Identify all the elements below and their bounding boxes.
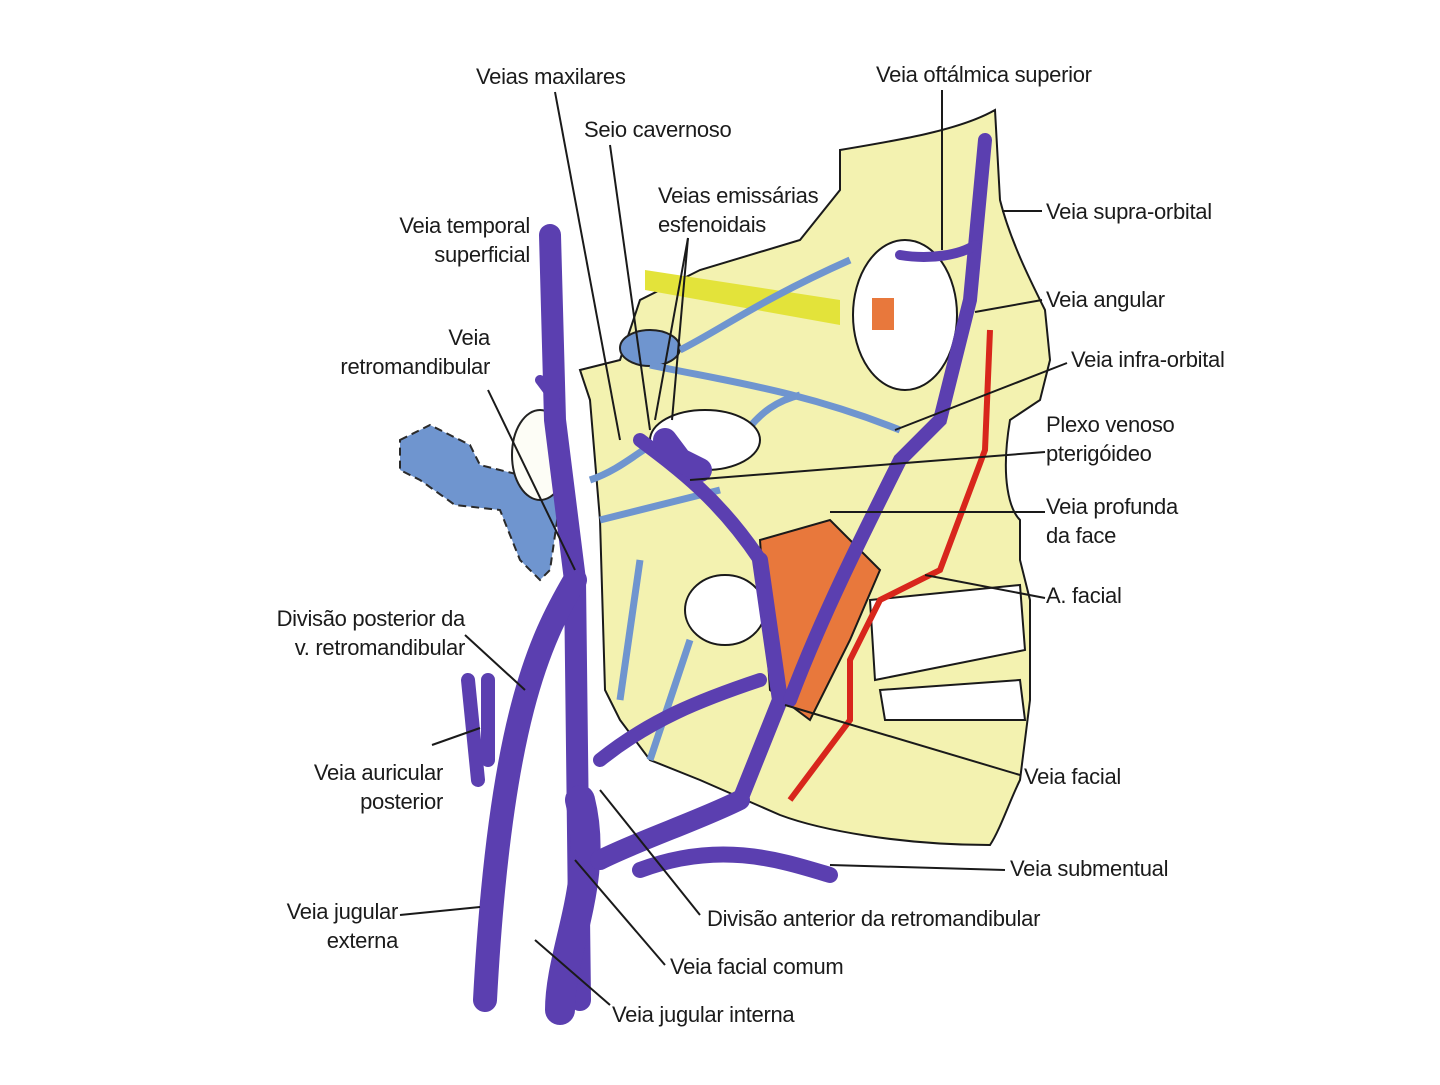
sinus-region-posterior — [399, 423, 562, 582]
eyeball — [852, 239, 958, 391]
label-plexo-venoso-line1: Plexo venoso — [1046, 412, 1175, 437]
label-veias-emissarias-line2: esfenoidais — [658, 212, 766, 237]
label-plexo-venoso-line2: pterigóideo — [1046, 441, 1152, 466]
label-veia-temporal-line1: Veia temporal — [399, 213, 530, 238]
facial-artery — [787, 329, 993, 802]
veins — [461, 133, 992, 1025]
label-veia-jugular-externa-line1: Veia jugular — [286, 899, 399, 924]
label-veia-oftalmica-superior: Veia oftálmica superior — [876, 62, 1092, 87]
label-veia-submentual: Veia submentual — [1010, 856, 1169, 881]
label-veia-temporal-line2: superficial — [434, 242, 530, 267]
label-seio-cavernoso: Seio cavernoso — [584, 117, 732, 142]
label-veia-jugular-interna: Veia jugular interna — [612, 1002, 795, 1027]
label-veia-supra-orbital: Veia supra-orbital — [1046, 199, 1212, 224]
label-veias-emissarias-line1: Veias emissárias — [658, 183, 819, 208]
optic-nerve — [645, 270, 840, 325]
teeth — [868, 583, 1027, 721]
label-divisao-posterior-line1: Divisão posterior da — [276, 606, 466, 631]
label-veia-retromandibular-line2: retromandibular — [340, 354, 490, 379]
label-a-facial: A. facial — [1046, 583, 1122, 608]
label-divisao-anterior: Divisão anterior da retromandibular — [707, 906, 1041, 931]
label-veia-facial-comum: Veia facial comum — [670, 954, 844, 979]
label-veia-facial: Veia facial — [1024, 764, 1121, 789]
label-veia-auricular-line2: posterior — [360, 789, 443, 814]
label-veia-angular: Veia angular — [1046, 287, 1165, 312]
label-veias-maxilares: Veias maxilares — [476, 64, 626, 89]
label-veia-jugular-externa-line2: externa — [326, 928, 399, 953]
label-veia-profunda-line2: da face — [1046, 523, 1117, 548]
ramus-space — [684, 574, 766, 646]
label-veia-infra-orbital: Veia infra-orbital — [1071, 347, 1225, 372]
eye-muscle — [872, 298, 894, 330]
label-divisao-posterior-line2: v. retromandibular — [294, 635, 466, 660]
label-veia-auricular-line1: Veia auricular — [313, 760, 443, 785]
label-veia-retromandibular-line1: Veia — [448, 325, 490, 350]
label-veia-profunda-line1: Veia profunda — [1046, 494, 1178, 519]
leader-lines — [399, 90, 1068, 1006]
